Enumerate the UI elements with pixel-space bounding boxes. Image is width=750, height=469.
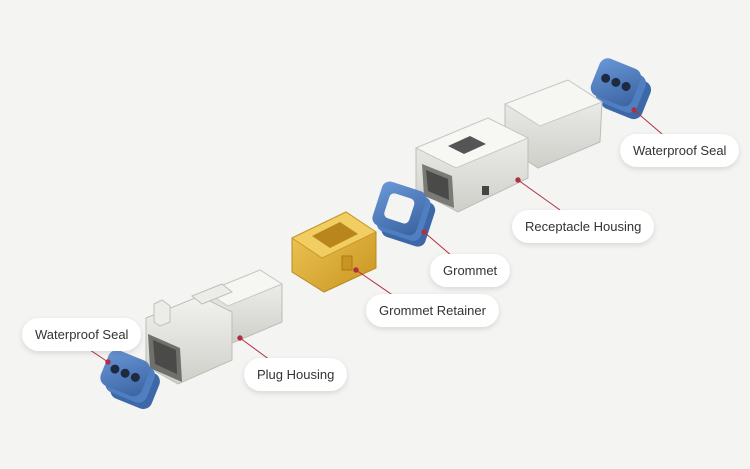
label-plug-housing: Plug Housing xyxy=(244,358,348,391)
grommet-retainer xyxy=(290,211,378,293)
label-grommet: Grommet xyxy=(430,254,511,287)
label-waterproof-seal-right: Waterproof Seal xyxy=(620,134,740,167)
label-receptacle-housing: Receptacle Housing xyxy=(512,210,655,243)
label-waterproof-seal-left: Waterproof Seal xyxy=(22,318,142,351)
waterproof-seal-right xyxy=(590,58,652,120)
grommet xyxy=(372,181,436,247)
receptacle-housing xyxy=(414,79,604,213)
waterproof-seal-left xyxy=(100,350,160,410)
plug-housing xyxy=(145,269,284,385)
label-grommet-retainer: Grommet Retainer xyxy=(366,294,499,327)
